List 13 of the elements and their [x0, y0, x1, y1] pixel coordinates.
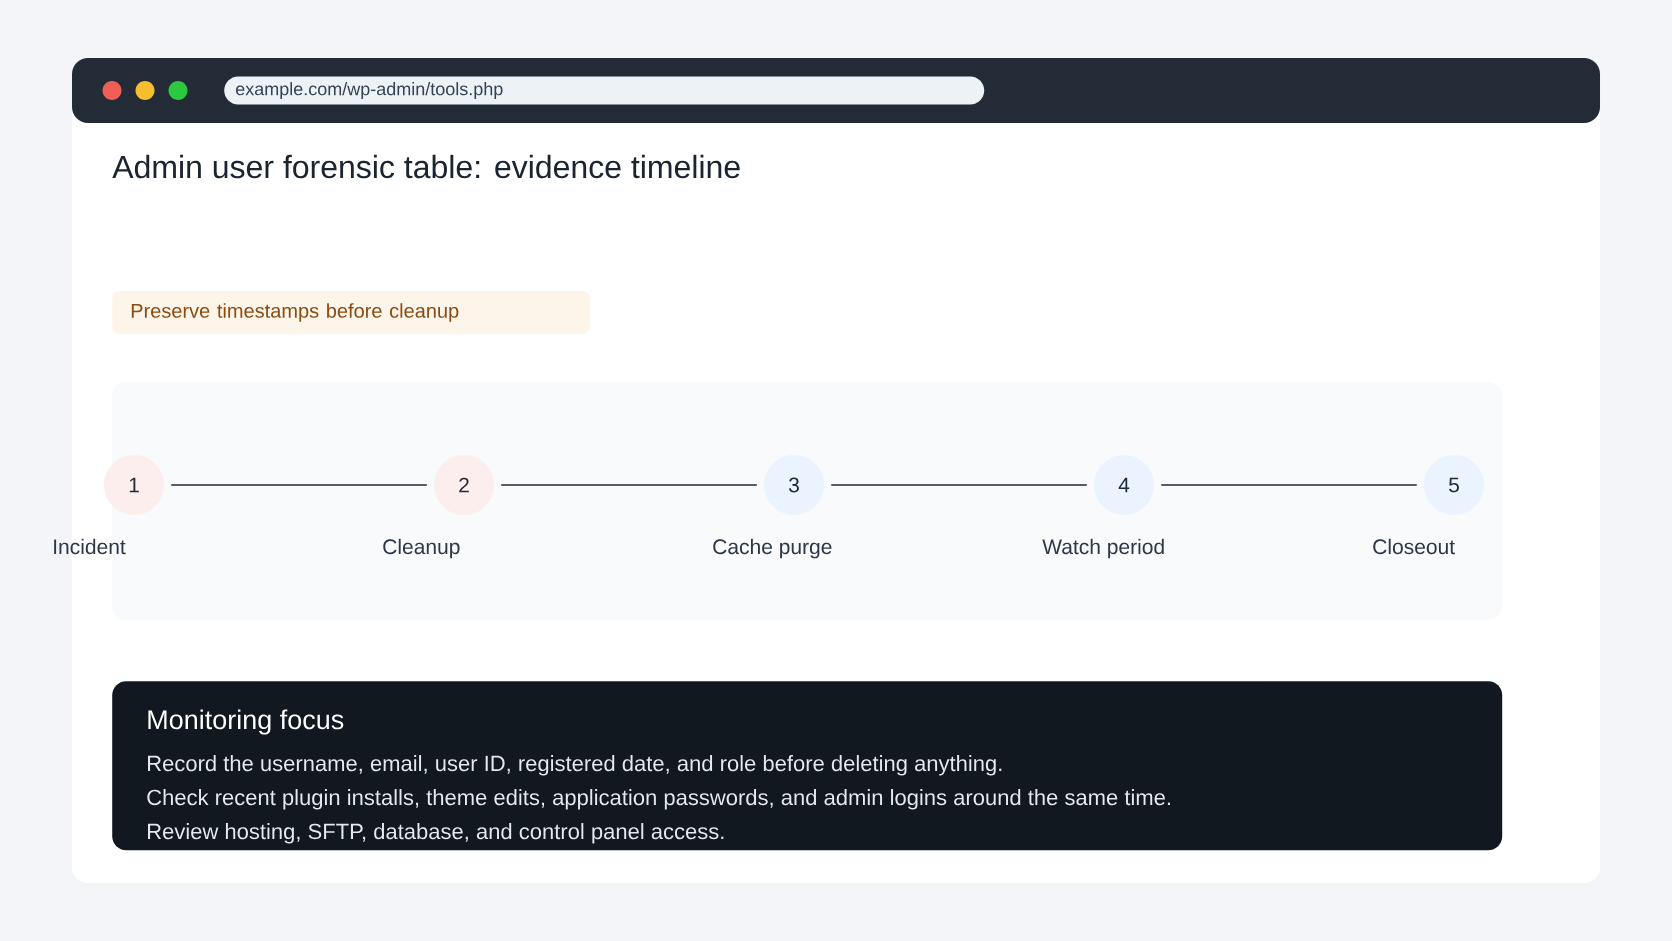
- step-label: Incident: [54, 538, 126, 555]
- page-title: Admin user forensic table: evidence timeline: [112, 154, 740, 179]
- body-text: Check recent plugin installs, theme edits, application passwords, and admin logins around the same time.: [147, 789, 1170, 810]
- body-text: Record the username, email, user ID, registered date, and role before deleting anything.: [148, 755, 1002, 776]
- panel-heading: Monitoring focus: [148, 709, 344, 735]
- step-label: Closeout: [1373, 538, 1455, 555]
- step-label: Cleanup: [383, 538, 460, 559]
- step-label: Cache purge: [713, 538, 832, 559]
- info-panel: [112, 681, 1503, 851]
- step-label: Watch period: [1042, 538, 1164, 559]
- address-bar: example.com/wp-admin/tools.php: [224, 76, 985, 105]
- body-text: Review hosting, SFTP, database, and control panel access.: [148, 823, 724, 844]
- note-badge: Preserve timestamps before cleanup: [112, 291, 591, 334]
